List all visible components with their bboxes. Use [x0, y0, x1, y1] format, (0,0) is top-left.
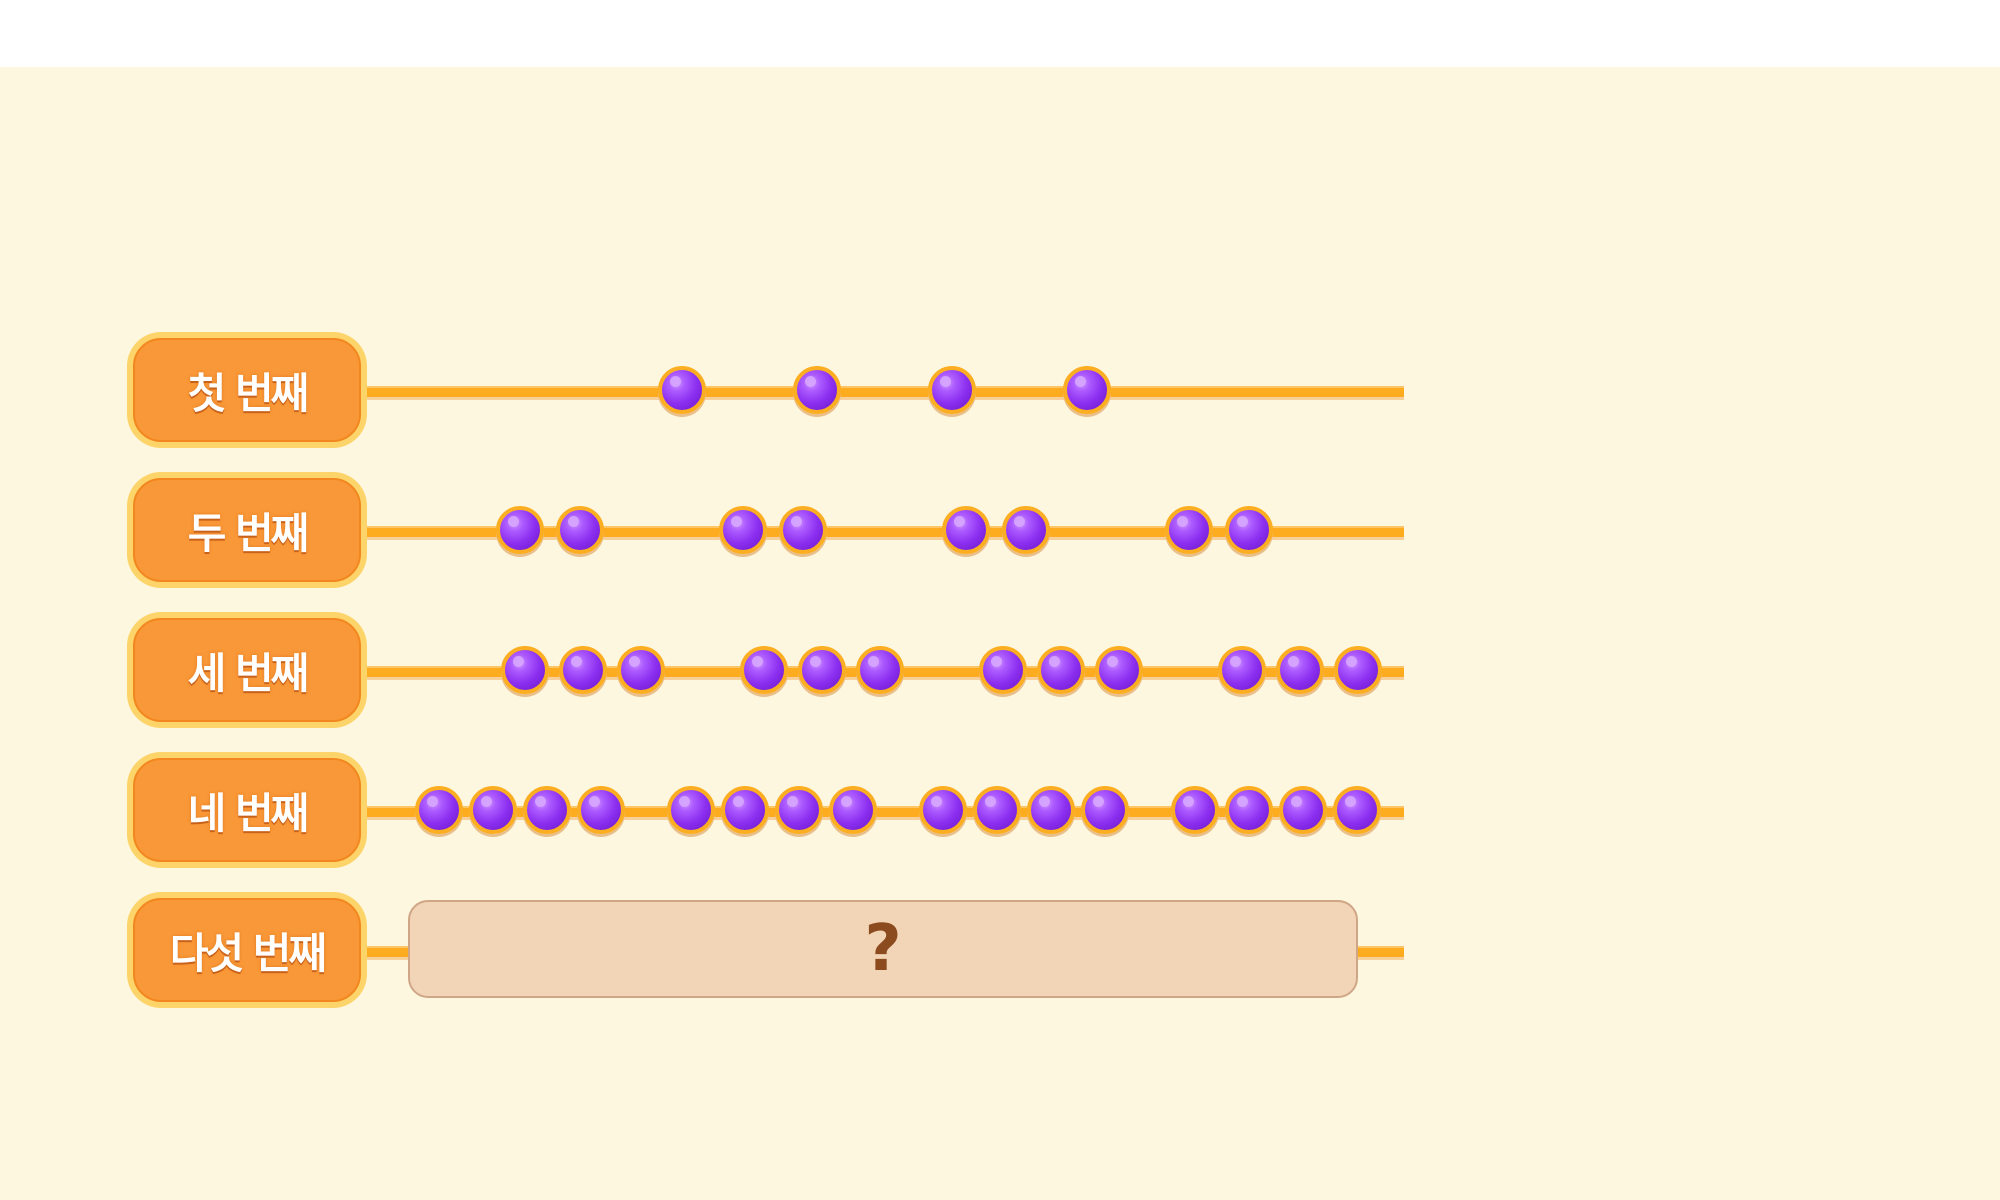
purple-bead-icon [1081, 786, 1129, 834]
purple-bead-icon [973, 786, 1021, 834]
hidden-pattern-box: ? [408, 900, 1358, 998]
purple-bead-icon [1037, 646, 1085, 694]
purple-bead-icon [721, 786, 769, 834]
purple-bead-icon [1334, 646, 1382, 694]
row-label-badge: 두 번째 [127, 472, 367, 588]
rail-line [367, 806, 1404, 820]
purple-bead-icon [919, 786, 967, 834]
purple-bead-icon [928, 366, 976, 414]
purple-bead-icon [775, 786, 823, 834]
purple-bead-icon [1218, 646, 1266, 694]
purple-bead-icon [1171, 786, 1219, 834]
purple-bead-icon [779, 506, 827, 554]
purple-bead-icon [559, 646, 607, 694]
row-5: 다섯 번째 ? [0, 892, 2000, 1012]
purple-bead-icon [556, 506, 604, 554]
purple-bead-icon [942, 506, 990, 554]
purple-bead-icon [469, 786, 517, 834]
purple-bead-icon [740, 646, 788, 694]
row-label: 첫 번째 [187, 368, 310, 418]
row-label: 다섯 번째 [169, 928, 327, 978]
purple-bead-icon [1002, 506, 1050, 554]
purple-bead-icon [1225, 786, 1273, 834]
row-3: 세 번째 [0, 612, 2000, 732]
purple-bead-icon [658, 366, 706, 414]
purple-bead-icon [496, 506, 544, 554]
purple-bead-icon [523, 786, 571, 834]
question-mark-icon: ? [864, 912, 902, 986]
purple-bead-icon [1027, 786, 1075, 834]
pattern-panel: 첫 번째 두 번째 세 번째 네 번째 [0, 67, 2000, 1200]
purple-bead-icon [1279, 786, 1327, 834]
purple-bead-icon [979, 646, 1027, 694]
purple-bead-icon [415, 786, 463, 834]
row-1: 첫 번째 [0, 332, 2000, 452]
purple-bead-icon [1333, 786, 1381, 834]
purple-bead-icon [667, 786, 715, 834]
row-label-badge: 다섯 번째 [127, 892, 367, 1008]
row-label-badge: 세 번째 [127, 612, 367, 728]
purple-bead-icon [577, 786, 625, 834]
purple-bead-icon [617, 646, 665, 694]
row-2: 두 번째 [0, 472, 2000, 592]
purple-bead-icon [501, 646, 549, 694]
row-label: 네 번째 [187, 788, 310, 838]
row-label-badge: 네 번째 [127, 752, 367, 868]
row-label: 세 번째 [187, 648, 310, 698]
purple-bead-icon [1165, 506, 1213, 554]
purple-bead-icon [829, 786, 877, 834]
purple-bead-icon [1095, 646, 1143, 694]
row-label-badge: 첫 번째 [127, 332, 367, 448]
row-4: 네 번째 [0, 752, 2000, 872]
row-label: 두 번째 [187, 508, 310, 558]
purple-bead-icon [1276, 646, 1324, 694]
purple-bead-icon [1225, 506, 1273, 554]
purple-bead-icon [793, 366, 841, 414]
purple-bead-icon [719, 506, 767, 554]
purple-bead-icon [856, 646, 904, 694]
purple-bead-icon [1063, 366, 1111, 414]
rail-line [367, 526, 1404, 540]
purple-bead-icon [798, 646, 846, 694]
rail-line [367, 386, 1404, 400]
